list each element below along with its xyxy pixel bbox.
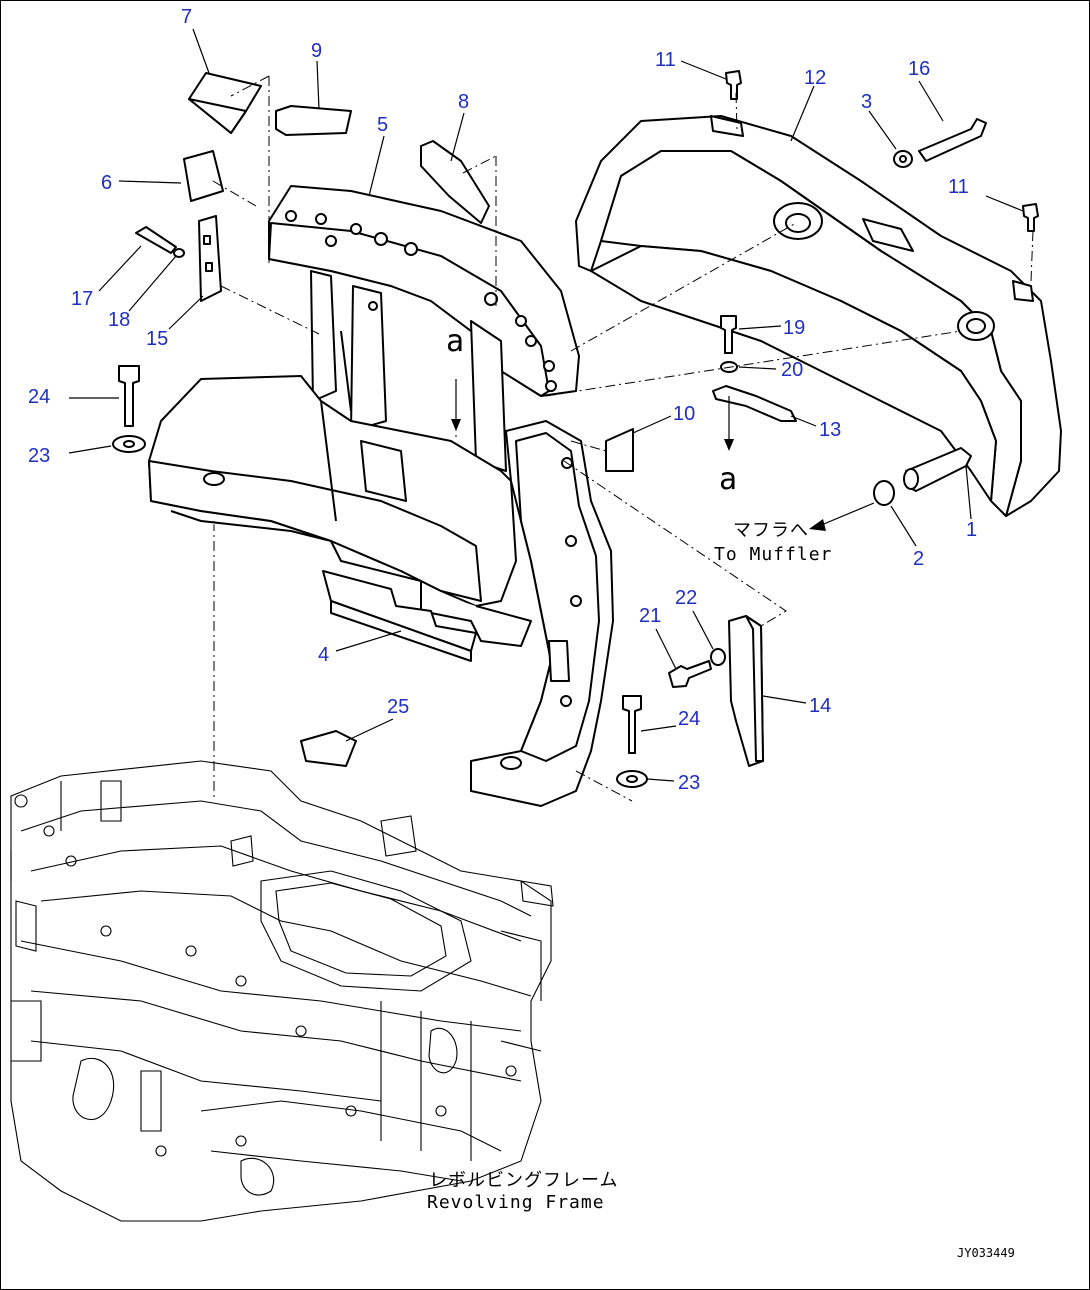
cover-12 bbox=[575, 115, 1062, 517]
part-16-bolt bbox=[918, 118, 987, 162]
callout-6: 6 bbox=[101, 172, 112, 194]
part-3-washer-hole bbox=[899, 155, 907, 163]
callout-21: 21 bbox=[639, 605, 661, 627]
ref-mark-a-lower: a bbox=[719, 462, 737, 497]
callout-12: 12 bbox=[804, 67, 826, 89]
frame-label-en: Revolving Frame bbox=[427, 1192, 605, 1213]
callout-23-left: 23 bbox=[28, 445, 50, 467]
callout-1: 1 bbox=[966, 519, 977, 541]
part-9-plate bbox=[275, 105, 352, 136]
callout-19: 19 bbox=[783, 317, 805, 339]
part-17-bolt bbox=[135, 226, 177, 254]
callout-11-top: 11 bbox=[655, 49, 676, 71]
callout-24-left: 24 bbox=[28, 386, 50, 408]
muffler-label-en: To Muffler bbox=[714, 544, 832, 565]
part-15-slot-2 bbox=[205, 262, 213, 272]
callout-14: 14 bbox=[809, 695, 831, 717]
callout-2: 2 bbox=[913, 548, 924, 570]
part-25-block bbox=[300, 730, 357, 767]
counterweight-body bbox=[148, 330, 614, 807]
callout-13: 13 bbox=[819, 419, 841, 441]
part-8-plate bbox=[420, 140, 490, 224]
callout-9: 9 bbox=[311, 40, 322, 62]
part-11-screw-top bbox=[725, 70, 742, 100]
part-22-washer bbox=[710, 648, 726, 666]
part-24-bolt-right bbox=[622, 695, 642, 754]
callout-16: 16 bbox=[908, 58, 930, 80]
part-23-washer-left-hole bbox=[123, 440, 135, 448]
callout-15: 15 bbox=[146, 328, 168, 350]
leader-lines bbox=[68, 28, 1024, 782]
part-15-bracket bbox=[198, 215, 222, 302]
callout-5: 5 bbox=[377, 114, 388, 136]
part-18-washer bbox=[173, 248, 185, 258]
reference-arrows bbox=[451, 379, 875, 531]
part-15-slot bbox=[203, 235, 211, 245]
bracket-assembly-5 bbox=[268, 185, 580, 472]
part-11-screw-right bbox=[1022, 203, 1039, 232]
part-21-bolt bbox=[668, 660, 712, 688]
part-7-face bbox=[188, 98, 247, 134]
callout-24-right: 24 bbox=[678, 708, 700, 730]
callout-numbers: 7 9 8 5 6 17 18 15 24 23 4 25 11 12 3 16… bbox=[28, 6, 977, 794]
muffler-label-jp: マフラへ bbox=[733, 520, 809, 541]
drawing-code: JY033449 bbox=[957, 1246, 1015, 1260]
part-6-block bbox=[183, 150, 224, 202]
revolving-frame-outline bbox=[10, 760, 554, 1222]
part-14-edge bbox=[745, 615, 764, 762]
part-23-washer-right-hole bbox=[626, 775, 638, 783]
part-13-strap bbox=[712, 385, 797, 422]
part-2-ring bbox=[873, 480, 895, 506]
frame-label-jp: レボルビングフレーム bbox=[429, 1170, 618, 1191]
callout-7: 7 bbox=[181, 6, 192, 28]
callout-8: 8 bbox=[458, 91, 469, 113]
callout-18: 18 bbox=[108, 309, 130, 331]
callout-22: 22 bbox=[675, 587, 697, 609]
callout-3: 3 bbox=[861, 91, 872, 113]
ref-mark-a-upper: a bbox=[446, 324, 464, 359]
part-19-bolt bbox=[720, 315, 737, 354]
part-1-end bbox=[903, 468, 919, 490]
callout-10: 10 bbox=[673, 403, 695, 425]
callout-11-right: 11 bbox=[948, 176, 969, 198]
callout-25: 25 bbox=[387, 696, 409, 718]
callout-23-right: 23 bbox=[678, 772, 700, 794]
part-10-plate bbox=[605, 428, 634, 472]
callout-17: 17 bbox=[71, 288, 93, 310]
part-24-bolt-left bbox=[118, 365, 140, 427]
callout-20: 20 bbox=[781, 359, 803, 381]
assembly-lines bbox=[212, 75, 1034, 802]
callout-4: 4 bbox=[318, 644, 329, 666]
